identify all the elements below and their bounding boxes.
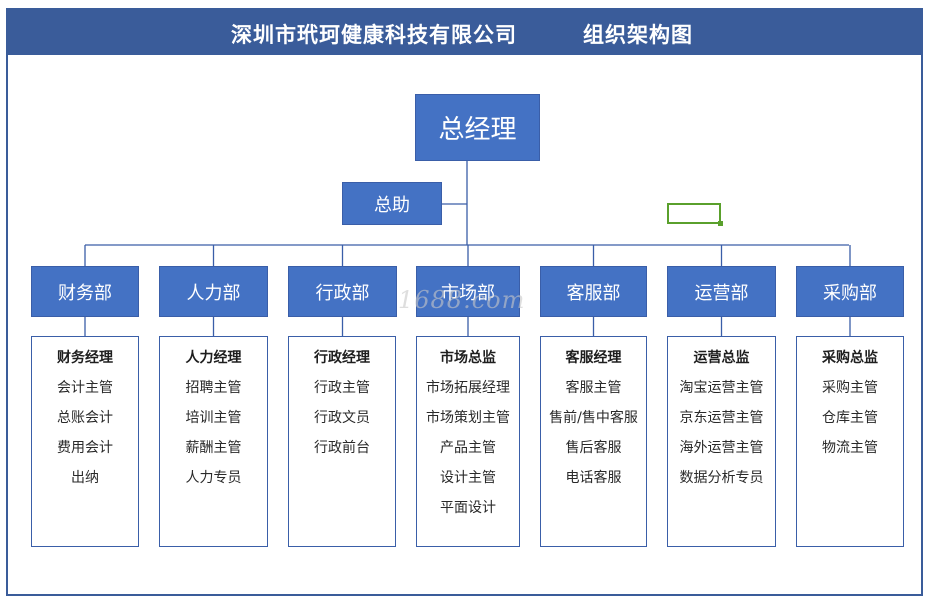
- department-name: 采购部: [823, 282, 877, 304]
- department-box[interactable]: 客服部: [540, 266, 647, 317]
- position-item: 数据分析专员: [679, 470, 764, 486]
- position-list[interactable]: 采购总监采购主管仓库主管物流主管: [796, 336, 904, 547]
- position-item: 仓库主管: [822, 410, 878, 426]
- position-item: 售前/售中客服: [549, 410, 638, 426]
- department-box[interactable]: 行政部: [288, 266, 397, 317]
- position-item: 客服主管: [565, 380, 622, 396]
- position-item: 电话客服: [565, 470, 622, 486]
- position-item: 总账会计: [57, 410, 113, 426]
- department-head: 采购总监: [822, 350, 878, 366]
- position-item: 市场拓展经理: [426, 380, 510, 396]
- position-list[interactable]: 财务经理会计主管总账会计费用会计出纳: [31, 336, 139, 547]
- department-box[interactable]: 采购部: [796, 266, 904, 317]
- department-name: 行政部: [315, 282, 370, 304]
- position-list[interactable]: 行政经理行政主管行政文员行政前台: [288, 336, 396, 547]
- position-item: 培训主管: [185, 410, 242, 426]
- department-name: 市场部: [441, 282, 495, 304]
- department-head: 市场总监: [440, 350, 496, 366]
- department-box[interactable]: 运营部: [667, 266, 776, 317]
- position-item: 产品主管: [440, 440, 496, 456]
- position-item: 淘宝运营主管: [679, 380, 764, 396]
- department-head: 运营总监: [693, 350, 750, 366]
- selection-fill-handle[interactable]: [718, 221, 723, 226]
- department-name: 运营部: [694, 282, 749, 304]
- department-box[interactable]: 市场部: [416, 266, 520, 317]
- department-name: 财务部: [58, 282, 112, 304]
- department-box[interactable]: 人力部: [159, 266, 268, 317]
- position-item: 薪酬主管: [185, 440, 242, 456]
- position-item: 海外运营主管: [679, 440, 764, 456]
- position-item: 市场策划主管: [426, 410, 510, 426]
- department-head: 财务经理: [57, 350, 113, 366]
- watermark: 1688.com: [398, 286, 526, 314]
- position-item: 采购主管: [822, 380, 878, 396]
- title-bar: 深圳市玳珂健康科技有限公司 组织架构图: [6, 8, 923, 55]
- position-item: 行政文员: [314, 410, 370, 426]
- position-item: 行政主管: [314, 380, 370, 396]
- position-list[interactable]: 人力经理招聘主管培训主管薪酬主管人力专员: [159, 336, 268, 547]
- position-item: 会计主管: [57, 380, 113, 396]
- ceo-box[interactable]: 总经理: [415, 94, 540, 161]
- ceo-label: 总经理: [438, 115, 517, 145]
- position-item: 京东运营主管: [679, 410, 764, 426]
- position-item: 设计主管: [440, 470, 496, 486]
- position-item: 物流主管: [822, 440, 878, 456]
- position-list[interactable]: 运营总监淘宝运营主管京东运营主管海外运营主管数据分析专员: [667, 336, 776, 547]
- assistant-label: 总助: [374, 194, 410, 216]
- department-name: 客服部: [566, 282, 621, 304]
- position-item: 人力专员: [185, 470, 242, 486]
- position-item: 行政前台: [314, 440, 370, 456]
- assistant-box[interactable]: 总助: [342, 182, 442, 225]
- department-name: 人力部: [186, 282, 241, 304]
- chart-title: 组织架构图: [583, 22, 693, 47]
- department-head: 行政经理: [314, 350, 370, 366]
- position-list[interactable]: 客服经理客服主管售前/售中客服售后客服电话客服: [540, 336, 647, 547]
- cell-selection-indicator[interactable]: [667, 203, 723, 226]
- position-item: 平面设计: [440, 500, 496, 516]
- department-head: 客服经理: [565, 350, 622, 366]
- position-item: 费用会计: [57, 440, 113, 456]
- position-list[interactable]: 市场总监市场拓展经理市场策划主管产品主管设计主管平面设计: [416, 336, 520, 547]
- department-head: 人力经理: [185, 350, 242, 366]
- department-box[interactable]: 财务部: [31, 266, 139, 317]
- position-item: 售后客服: [565, 440, 622, 456]
- position-item: 招聘主管: [185, 380, 242, 396]
- company-name: 深圳市玳珂健康科技有限公司: [231, 22, 517, 47]
- position-item: 出纳: [71, 470, 99, 486]
